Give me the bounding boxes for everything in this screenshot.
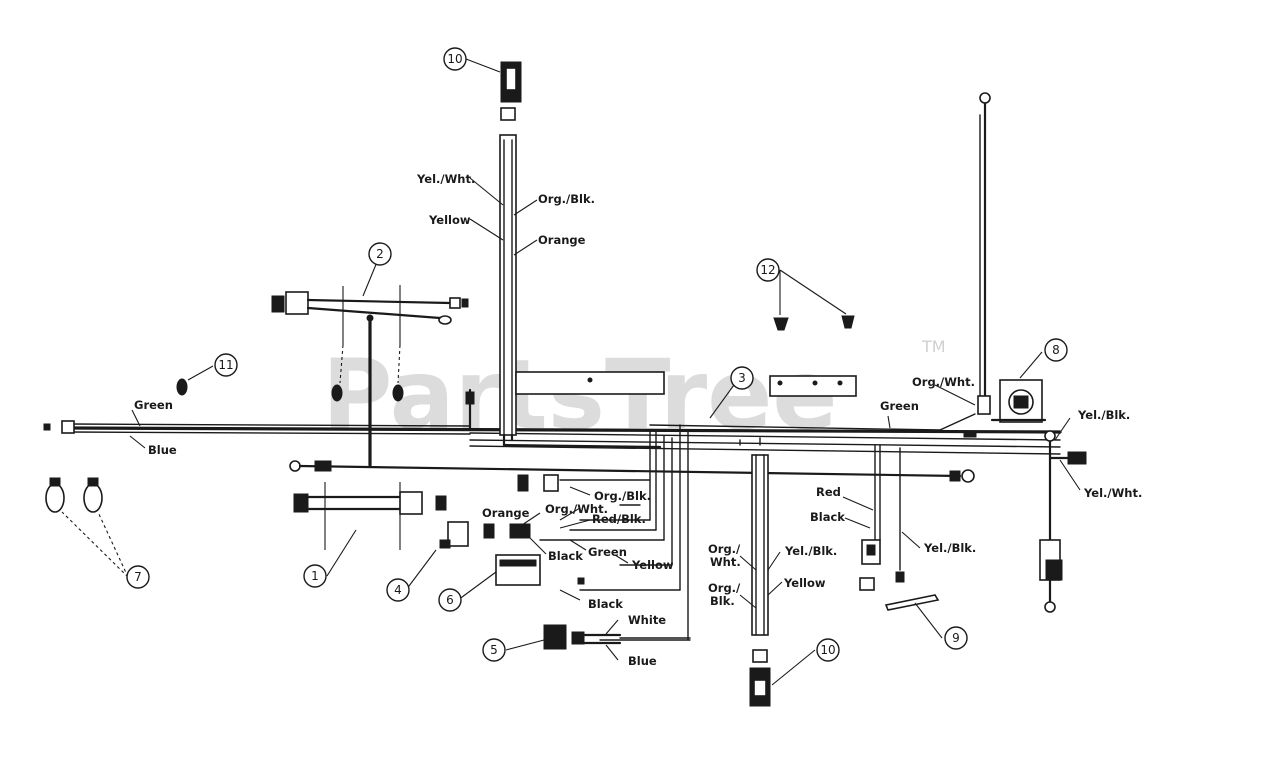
right-branches: [859, 430, 1063, 613]
label-org-wht-lower-1: Org./: [708, 542, 741, 556]
label-yellow-lower: Yellow: [783, 576, 826, 590]
label-green-mid: Green: [588, 545, 627, 559]
label-yellow-mid: Yellow: [631, 558, 674, 572]
label-orange-top: Orange: [538, 233, 586, 247]
label-blue-low: Blue: [628, 654, 657, 668]
label-yellow-top: Yellow: [428, 213, 471, 227]
vertical-harness-top: [499, 61, 662, 449]
callout-5: 5: [482, 638, 506, 662]
label-green-right: Green: [880, 399, 919, 413]
label-org-blk-lower-1: Org./: [708, 581, 741, 595]
callout-4-label: 4: [394, 583, 402, 597]
label-white-low: White: [628, 613, 666, 627]
label-org-wht-right: Org./Wht.: [912, 375, 975, 389]
label-black-right: Black: [810, 510, 845, 524]
label-org-blk-mid: Org./Blk.: [594, 489, 651, 503]
callout-6: 6: [438, 588, 462, 612]
callout-1: 1: [303, 564, 327, 588]
callout-10-bottom: 10: [816, 638, 840, 662]
mid-connectors: [435, 474, 691, 650]
label-org-blk-lower-2: Blk.: [710, 594, 735, 608]
label-green-left: Green: [134, 398, 173, 412]
callout-10-top-label: 10: [447, 52, 462, 66]
callout-8-label: 8: [1052, 343, 1060, 357]
label-yel-blk-right: Yel./Blk.: [1077, 408, 1130, 422]
label-red-blk-mid: Red/Blk.: [592, 512, 646, 526]
part-12-clips: [773, 315, 855, 331]
callout-6-label: 6: [446, 593, 454, 607]
label-yel-blk-right-low: Yel./Blk.: [923, 541, 976, 555]
part-7-bulbs: [45, 477, 103, 513]
callout-2: 2: [368, 242, 392, 266]
part-3-brackets: [515, 371, 857, 397]
label-org-wht-lower-2: Wht.: [710, 555, 741, 569]
watermark-tm: TM: [921, 337, 946, 356]
part-1-harness: [293, 482, 423, 550]
wire-labels: Yel./Wht. Yellow Org./Blk. Orange Green …: [134, 172, 1142, 668]
callout-2-label: 2: [376, 247, 384, 261]
part-8-switch: [990, 379, 1047, 423]
callout-3: 3: [730, 366, 754, 390]
label-yel-wht-right: Yel./Wht.: [1083, 486, 1142, 500]
label-black-mid: Black: [548, 549, 583, 563]
callout-11: 11: [214, 353, 238, 377]
part-2-harness: [271, 285, 475, 467]
leader-lines: [61, 58, 1081, 686]
label-org-wht-mid: Org./Wht.: [545, 502, 608, 516]
label-red-right: Red: [816, 485, 841, 499]
cable-right-vertical: [977, 92, 991, 415]
callout-7-label: 7: [134, 570, 142, 584]
callout-10-top: 10: [443, 47, 467, 71]
callout-9: 9: [944, 626, 968, 650]
callout-1-label: 1: [311, 569, 319, 583]
callout-12-label: 12: [760, 263, 775, 277]
battery-cable: [289, 460, 975, 483]
callout-5-label: 5: [490, 643, 498, 657]
callout-7: 7: [126, 565, 150, 589]
callout-9-label: 9: [952, 631, 960, 645]
callout-12: 12: [756, 258, 780, 282]
central-branches: [539, 424, 761, 641]
vertical-harness-bottom: [749, 454, 771, 707]
label-yel-wht-top: Yel./Wht.: [416, 172, 475, 186]
callout-10-bottom-label: 10: [820, 643, 835, 657]
callout-3-label: 3: [738, 371, 746, 385]
label-black-low: Black: [588, 597, 623, 611]
main-harness: [43, 413, 1087, 465]
label-yel-blk-lower: Yel./Blk.: [784, 544, 837, 558]
label-org-blk-top: Org./Blk.: [538, 192, 595, 206]
label-blue-left: Blue: [148, 443, 177, 457]
callout-11-label: 11: [218, 358, 233, 372]
callout-8: 8: [1044, 338, 1068, 362]
callout-4: 4: [386, 578, 410, 602]
part-11-bulb: [176, 378, 188, 396]
label-orange-mid: Orange: [482, 506, 530, 520]
